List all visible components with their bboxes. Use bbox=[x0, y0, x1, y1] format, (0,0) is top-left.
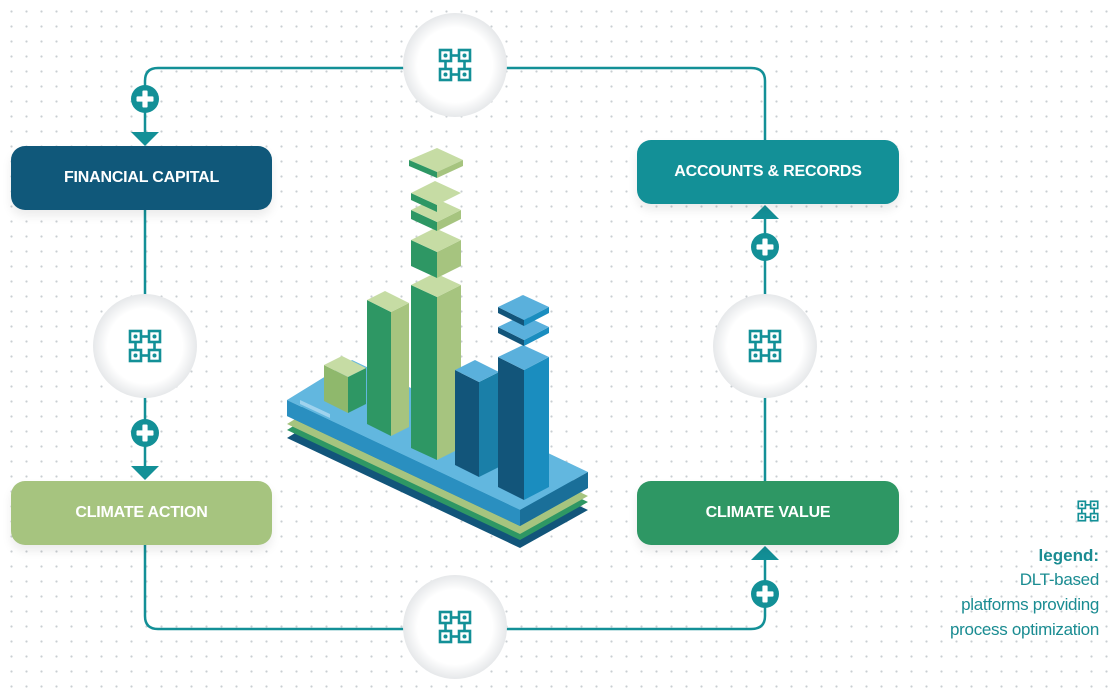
dlt-node-bottom bbox=[403, 575, 507, 679]
arrow-head-icon bbox=[751, 205, 779, 219]
isometric-bar-illustration bbox=[287, 148, 588, 548]
climate-action-label: CLIMATE ACTION bbox=[75, 504, 208, 521]
climate-value-box: CLIMATE VALUE bbox=[637, 481, 899, 545]
plus-circle-icon bbox=[131, 85, 159, 113]
financial-capital-box: FINANCIAL CAPITAL bbox=[11, 146, 272, 210]
accounts-records-box: ACCOUNTS & RECORDS bbox=[637, 140, 899, 204]
climate-action-box: CLIMATE ACTION bbox=[11, 481, 272, 545]
financial-capital-label: FINANCIAL CAPITAL bbox=[63, 169, 220, 186]
dlt-network-icon bbox=[1077, 500, 1099, 522]
legend-description-line: DLT-based bbox=[1019, 570, 1100, 589]
dlt-node-right bbox=[713, 294, 817, 398]
legend-description-line: process optimization bbox=[950, 620, 1099, 639]
arrow-head-icon bbox=[751, 546, 779, 560]
legend: legend: DLT-based platforms providing pr… bbox=[879, 500, 1099, 642]
dlt-node-left bbox=[93, 294, 197, 398]
legend-title: legend: bbox=[1038, 546, 1099, 565]
plus-circle-icon bbox=[751, 233, 779, 261]
plus-circle-icon bbox=[131, 419, 159, 447]
legend-description-line: platforms providing bbox=[961, 595, 1099, 614]
arrow-head-icon bbox=[131, 132, 159, 146]
climate-value-label: CLIMATE VALUE bbox=[705, 504, 831, 521]
dlt-node-top bbox=[403, 13, 507, 117]
arrow-head-icon bbox=[131, 466, 159, 480]
plus-circle-icon bbox=[751, 580, 779, 608]
accounts-records-label: ACCOUNTS & RECORDS bbox=[674, 163, 862, 180]
